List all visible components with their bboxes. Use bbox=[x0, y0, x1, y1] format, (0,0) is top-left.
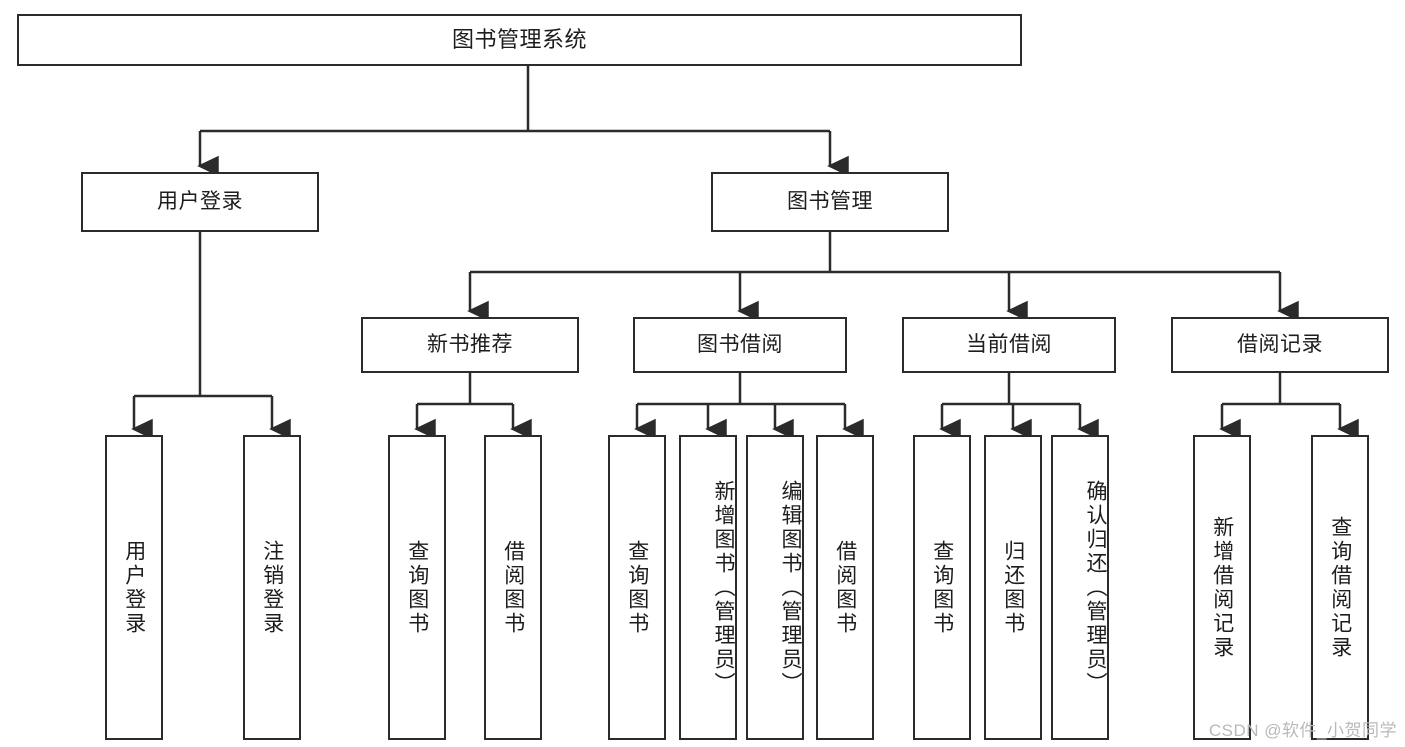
node-leaf-user-login-label: 用户登录 bbox=[122, 539, 146, 636]
node-user-login-label: 用户登录 bbox=[157, 190, 243, 214]
node-leaf-edit-book[interactable]: 编辑图书（管理员） bbox=[746, 435, 804, 740]
node-leaf-edit-book-label: 编辑图书（管理员） bbox=[779, 479, 802, 696]
node-leaf-borrow-book-2-label: 借阅图书 bbox=[833, 539, 857, 636]
node-book-borrow-label: 图书借阅 bbox=[697, 333, 783, 357]
watermark: CSDN @软件_小贺同学 bbox=[1208, 721, 1397, 740]
node-leaf-logout-label: 注销登录 bbox=[260, 539, 284, 636]
node-leaf-confirm-return[interactable]: 确认归还（管理员） bbox=[1051, 435, 1109, 740]
node-leaf-confirm-return-label: 确认归还（管理员） bbox=[1084, 479, 1107, 696]
node-leaf-user-login[interactable]: 用户登录 bbox=[105, 435, 163, 740]
node-book-manage-label: 图书管理 bbox=[787, 190, 873, 214]
node-root-label: 图书管理系统 bbox=[451, 26, 587, 52]
node-leaf-query-book-3[interactable]: 查询图书 bbox=[913, 435, 971, 740]
node-current-borrow-label: 当前借阅 bbox=[966, 333, 1052, 357]
node-leaf-query-record[interactable]: 查询借阅记录 bbox=[1311, 435, 1369, 740]
node-new-book-recommend[interactable]: 新书推荐 bbox=[361, 317, 579, 373]
node-leaf-query-book-1[interactable]: 查询图书 bbox=[388, 435, 446, 740]
node-user-login[interactable]: 用户登录 bbox=[81, 172, 319, 232]
node-leaf-borrow-book-1[interactable]: 借阅图书 bbox=[484, 435, 542, 740]
node-leaf-borrow-book-1-label: 借阅图书 bbox=[501, 539, 525, 636]
node-current-borrow[interactable]: 当前借阅 bbox=[902, 317, 1116, 373]
node-leaf-logout[interactable]: 注销登录 bbox=[243, 435, 301, 740]
node-leaf-add-book[interactable]: 新增图书（管理员） bbox=[679, 435, 737, 740]
node-leaf-add-record-label: 新增借阅记录 bbox=[1210, 515, 1234, 660]
node-leaf-query-book-2-label: 查询图书 bbox=[625, 539, 649, 636]
node-root[interactable]: 图书管理系统 bbox=[17, 14, 1022, 66]
node-leaf-add-record[interactable]: 新增借阅记录 bbox=[1193, 435, 1251, 740]
node-new-book-recommend-label: 新书推荐 bbox=[427, 333, 513, 357]
node-leaf-borrow-book-2[interactable]: 借阅图书 bbox=[816, 435, 874, 740]
node-borrow-record[interactable]: 借阅记录 bbox=[1171, 317, 1389, 373]
node-leaf-query-book-3-label: 查询图书 bbox=[930, 539, 954, 636]
node-leaf-add-book-label: 新增图书（管理员） bbox=[712, 479, 735, 696]
node-leaf-query-record-label: 查询借阅记录 bbox=[1328, 515, 1352, 660]
node-leaf-return-book[interactable]: 归还图书 bbox=[984, 435, 1042, 740]
node-borrow-record-label: 借阅记录 bbox=[1237, 333, 1323, 357]
node-leaf-query-book-2[interactable]: 查询图书 bbox=[608, 435, 666, 740]
node-book-manage[interactable]: 图书管理 bbox=[711, 172, 949, 232]
node-book-borrow[interactable]: 图书借阅 bbox=[633, 317, 847, 373]
node-leaf-return-book-label: 归还图书 bbox=[1001, 539, 1025, 636]
node-leaf-query-book-1-label: 查询图书 bbox=[405, 539, 429, 636]
